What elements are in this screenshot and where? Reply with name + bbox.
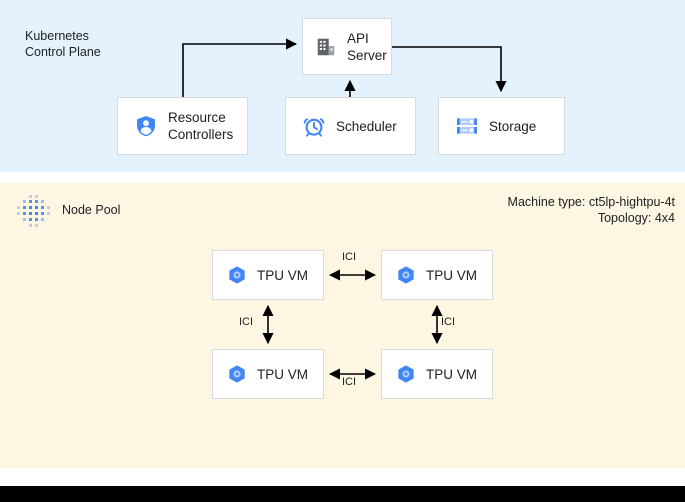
tpu-hexagon-icon: [229, 266, 245, 284]
node-api-server-label: API Server: [347, 30, 387, 63]
node-tpu-vm-3[interactable]: TPU VM: [381, 349, 493, 399]
node-tpu-vm-0-label: TPU VM: [257, 267, 309, 283]
ici-label-bottom: ICI: [342, 376, 357, 388]
ici-label-left: ICI: [239, 316, 254, 328]
topology-text: Topology: 4x4: [597, 211, 675, 225]
ici-label-top: ICI: [342, 251, 357, 263]
node-tpu-vm-0[interactable]: TPU VM: [212, 250, 324, 300]
node-resource-controllers[interactable]: Resource Controllers: [117, 97, 248, 155]
node-tpu-vm-2[interactable]: TPU VM: [212, 349, 324, 399]
alarm-clock-icon: [303, 118, 325, 137]
dot-grid-icon: [17, 195, 50, 227]
node-resource-controllers-label: Resource Controllers: [168, 110, 234, 142]
machine-meta: Machine type: ct5lp-hightpu-4t Topology:…: [508, 194, 675, 226]
control-plane-title: Kubernetes Control Plane: [25, 29, 101, 59]
server-stack-icon: [457, 118, 477, 134]
ici-label-right: ICI: [441, 316, 456, 328]
bottom-bar: [0, 486, 685, 502]
node-scheduler-label: Scheduler: [336, 118, 397, 134]
building-icon: [317, 38, 335, 55]
node-tpu-vm-1[interactable]: TPU VM: [381, 250, 493, 300]
node-scheduler[interactable]: Scheduler: [285, 97, 416, 155]
tpu-hexagon-icon: [398, 266, 414, 284]
node-storage[interactable]: Storage: [438, 97, 565, 155]
node-tpu-vm-1-label: TPU VM: [426, 267, 478, 283]
node-api-server[interactable]: API Server: [302, 18, 392, 75]
node-pool-panel: [0, 183, 685, 468]
node-tpu-vm-2-label: TPU VM: [257, 366, 309, 382]
tpu-hexagon-icon: [398, 365, 414, 383]
shield-user-icon: [137, 116, 155, 137]
node-storage-label: Storage: [489, 118, 537, 134]
machine-type-text: Machine type: ct5lp-hightpu-4t: [507, 195, 675, 209]
node-tpu-vm-3-label: TPU VM: [426, 366, 478, 382]
tpu-hexagon-icon: [229, 365, 245, 383]
node-pool-title: Node Pool: [62, 203, 121, 217]
